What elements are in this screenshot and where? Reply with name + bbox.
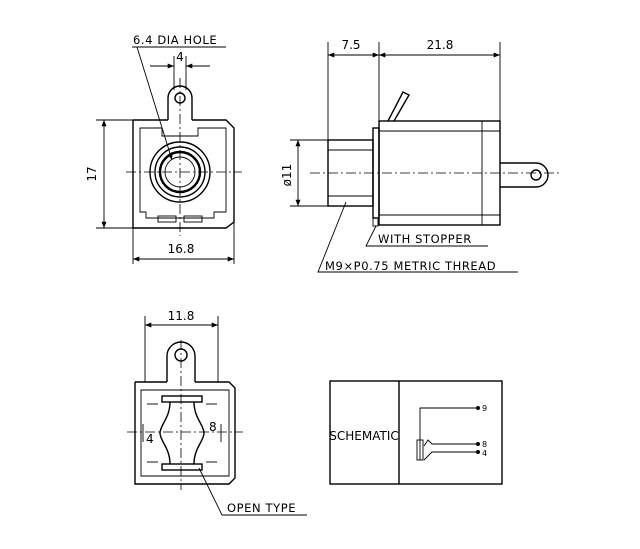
front-slot-right [183,215,203,223]
front-slot-left [157,215,177,223]
schematic-node-8 [476,442,480,446]
dim-diameter-value: ø11 [280,164,294,187]
bottom-pin-right: 8 [209,420,217,434]
schematic-wire-4 [423,451,476,461]
stopper-label: WITH STOPPER [378,232,472,246]
side-stopper [372,217,379,227]
side-view: 7.5 21.8 ø11 WITH STOPPER M9×P0.75 METRI… [280,38,560,273]
bottom-inner-outline [140,389,230,477]
schematic-pin-9: 9 [482,404,487,413]
hole-leader [136,46,173,161]
bottom-dim-width-value: 11.8 [168,309,195,323]
bottom-terminal-top [161,395,203,403]
schematic-frame [329,380,503,485]
dim-left-value: 7.5 [341,38,360,52]
bottom-terminal-bottom [161,463,203,471]
open-type-leader [198,467,307,516]
schematic-node-9 [476,406,480,410]
dim-right-value: 21.8 [427,38,454,52]
schematic-node-4 [476,450,480,454]
front-inner-outline [139,127,227,219]
dim-width-value: 16.8 [168,242,195,256]
schematic-pin-8: 8 [482,440,487,449]
bottom-center-contact [159,401,205,465]
schematic-wire-9 [419,407,476,460]
side-top-contact [387,91,410,122]
bottom-pin-left: 4 [146,432,154,446]
schematic: SCHEMATIC 9 8 4 [329,380,503,485]
thread-leader [317,201,518,273]
side-rear-tab-hole [530,169,542,181]
schematic-wire-8 [423,439,476,447]
thread-label: M9×P0.75 METRIC THREAD [325,259,496,273]
schematic-pin-4: 4 [482,449,487,458]
stopper-leader [365,225,488,247]
front-view: 6.4 DIA HOLE 4 17 16.8 [85,33,242,264]
side-rear-tab [500,162,549,188]
open-type-label: OPEN TYPE [227,501,296,515]
hole-label: 6.4 DIA HOLE [133,33,217,47]
bottom-body-outline [134,381,236,485]
dim-top-value: 4 [176,50,184,64]
dim-height-value: 17 [85,166,99,181]
schematic-sleeve [416,439,424,461]
bottom-view: 4 8 11.8 OPEN TYPE [127,309,307,516]
schematic-title: SCHEMATIC [329,429,398,443]
